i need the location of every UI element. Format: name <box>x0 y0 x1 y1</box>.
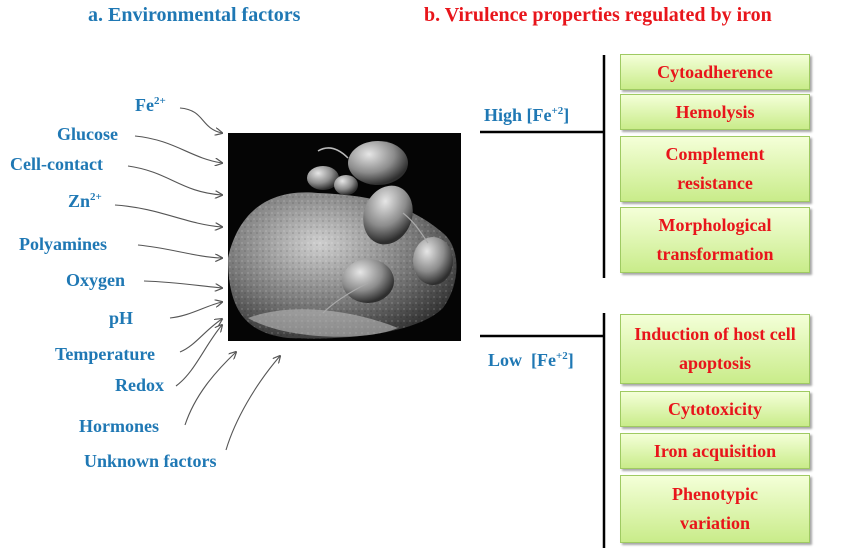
arrow-polyamines <box>137 244 222 258</box>
low-iron-label: Low [Fe+2] <box>488 350 574 370</box>
arrow-zn <box>114 204 222 227</box>
property-box-cytotoxicity: Cytotoxicity <box>620 391 810 427</box>
factor-zn: Zn2+ <box>68 191 102 211</box>
arrow-glucose <box>134 135 222 163</box>
factor-fe: Fe2+ <box>135 95 166 115</box>
factor-temperature: Temperature <box>55 344 155 364</box>
property-box-host-cell-apoptosis: Induction of host cell apoptosis <box>620 314 810 384</box>
property-box-cytoadherence: Cytoadherence <box>620 54 810 90</box>
factor-polyamines: Polyamines <box>19 234 107 254</box>
environmental-factors-title: a. Environmental factors <box>88 4 301 26</box>
property-box-phenotypic-variation: Phenotypic variation <box>620 475 810 543</box>
factor-hormones: Hormones <box>79 416 159 436</box>
arrow-ph <box>169 302 222 319</box>
factor-oxygen: Oxygen <box>66 270 126 290</box>
arrow-oxygen <box>143 280 222 288</box>
factor-cell-contact: Cell-contact <box>10 154 103 174</box>
property-box-complement-resistance: Complement resistance <box>620 136 810 202</box>
virulence-properties-title: b. Virulence properties regulated by iro… <box>424 4 772 26</box>
factor-redox: Redox <box>115 375 164 395</box>
property-box-iron-acquisition: Iron acquisition <box>620 433 810 469</box>
arrow-cell-contact <box>127 165 222 195</box>
factor-unknown: Unknown factors <box>84 451 217 471</box>
factor-glucose: Glucose <box>57 124 118 144</box>
arrow-fe <box>179 107 222 133</box>
micrograph-image <box>228 133 461 341</box>
electron-micrograph <box>228 133 461 341</box>
arrow-unknown <box>225 356 280 451</box>
property-box-hemolysis: Hemolysis <box>620 94 810 130</box>
high-iron-label: High [Fe+2] <box>484 105 570 125</box>
arrow-temperature <box>179 319 222 353</box>
factor-ph: pH <box>109 308 134 328</box>
arrow-redox <box>175 325 222 387</box>
property-box-morphological-transformation: Morphological transformation <box>620 207 810 273</box>
arrow-hormones <box>184 352 236 426</box>
